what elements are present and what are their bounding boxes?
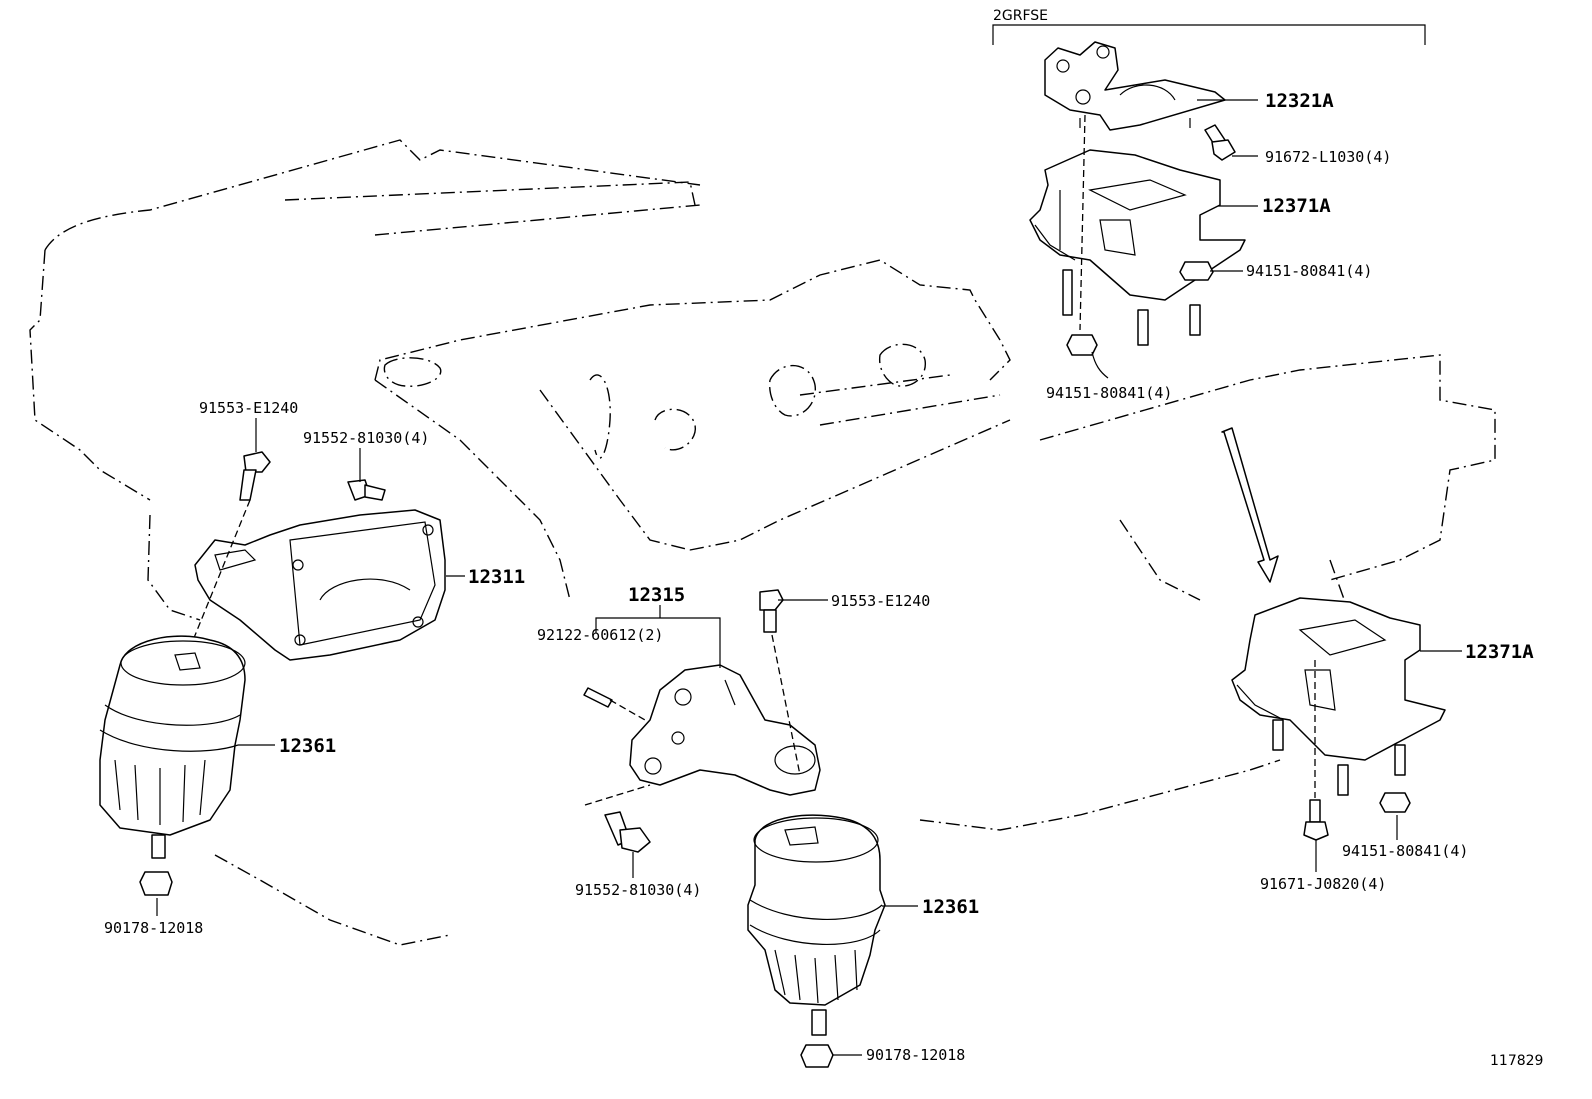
label-91672: 91672-L1030(4) [1265,148,1391,166]
label-92122: 92122-60612(2) [537,626,663,644]
alignment-line-bolt [584,784,651,806]
nut-94151-a [1066,334,1098,356]
alignment-line-left [184,499,251,661]
part-12321A-bracket [1044,41,1226,131]
label-12361-mid: 12361 [922,896,979,918]
nut-90178-mid [800,1044,834,1068]
label-variant: 2GRFSE [993,8,1048,24]
engine-ghost-outline [29,139,1496,946]
label-12311: 12311 [468,566,525,588]
label-91671: 91671-J0820(4) [1260,875,1386,893]
alignment-line-mid [771,634,801,776]
label-94151-a: 94151-80841(4) [1046,384,1172,402]
leader-lines [156,99,1462,1056]
label-12315: 12315 [628,584,685,606]
part-12315-bracket [629,664,821,796]
part-12311-bracket [194,509,446,661]
alignment-line-top [1079,114,1086,331]
nut-90178-left [139,871,173,896]
part-12361-left-mount [99,635,246,859]
figure-number: 117829 [1490,1053,1543,1069]
stud-92122 [583,687,613,708]
bolt-91553-mid [759,589,784,633]
label-91552-bottom: 91552-81030(4) [575,881,701,899]
label-91552-top: 91552-81030(4) [303,429,429,447]
bolt-91672 [1204,124,1236,161]
part-12371A-right-mount [1231,597,1446,796]
direction-arrow [1221,427,1279,583]
bolt-91671 [1303,799,1329,841]
label-91553-left: 91553-E1240 [199,399,298,417]
nut-94151-c [1379,792,1411,813]
nut-94151-b [1179,261,1214,281]
label-91553-mid: 91553-E1240 [831,592,930,610]
variant-bracket [992,24,1426,45]
label-94151-c: 94151-80841(4) [1342,842,1468,860]
label-94151-b: 94151-80841(4) [1246,262,1372,280]
bolt-91552-top [347,479,386,501]
label-90178-left: 90178-12018 [104,919,203,937]
callout-labels: 2GRFSE 12321A 91672-L1030(4) 12371A 9415… [104,8,1543,1069]
label-12371A-right: 12371A [1465,641,1534,663]
label-90178-mid: 90178-12018 [866,1046,965,1064]
bolt-91552-bottom [604,811,651,853]
part-12371A-top-mount [1029,149,1246,346]
label-12371A-top: 12371A [1262,195,1331,217]
part-12361-mid-mount [747,814,886,1036]
label-12361-left: 12361 [279,735,336,757]
label-12321A: 12321A [1265,90,1334,112]
bolt-91553-left [239,451,271,501]
